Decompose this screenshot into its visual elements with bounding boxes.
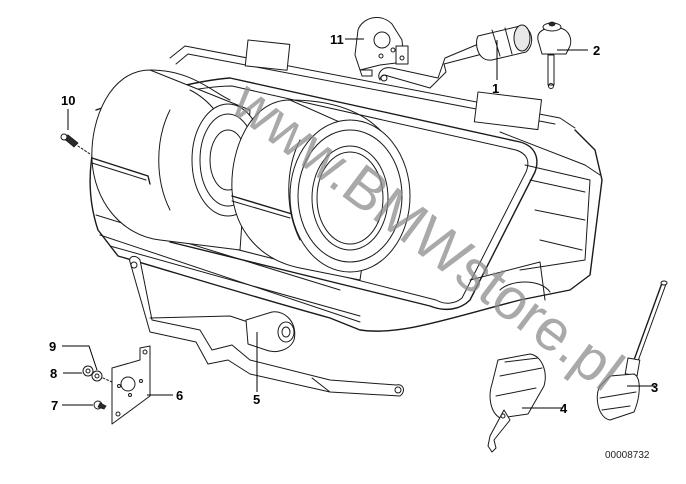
callout-5: 5 [253, 392, 260, 407]
callout-9: 9 [49, 339, 56, 354]
part-5-actuator [129, 255, 404, 397]
callout-4: 4 [560, 401, 568, 416]
part-11-bracket [354, 16, 409, 77]
part-10-screw [60, 133, 91, 155]
callout-labels: 1 2 3 4 5 6 7 8 9 10 11 [49, 32, 658, 416]
blower-drum-right [231, 99, 411, 281]
part-2-actuator [537, 21, 572, 89]
callout-2: 2 [593, 43, 600, 58]
callout-7: 7 [51, 398, 58, 413]
part-7-screw [93, 400, 107, 410]
callout-6: 6 [176, 388, 183, 403]
catalog-number: 00008732 [605, 450, 650, 461]
part-1-actuator [378, 24, 533, 89]
callout-8: 8 [50, 366, 57, 381]
part-9-washer [91, 370, 113, 383]
callout-leaders [62, 38, 655, 409]
part-4-actuator [487, 353, 546, 453]
part-6-mounting-plate [111, 345, 151, 425]
callout-10: 10 [61, 93, 75, 108]
part-8-nut [82, 365, 94, 377]
callout-3: 3 [651, 380, 658, 395]
callout-11: 11 [330, 32, 344, 47]
callout-1: 1 [492, 81, 499, 96]
